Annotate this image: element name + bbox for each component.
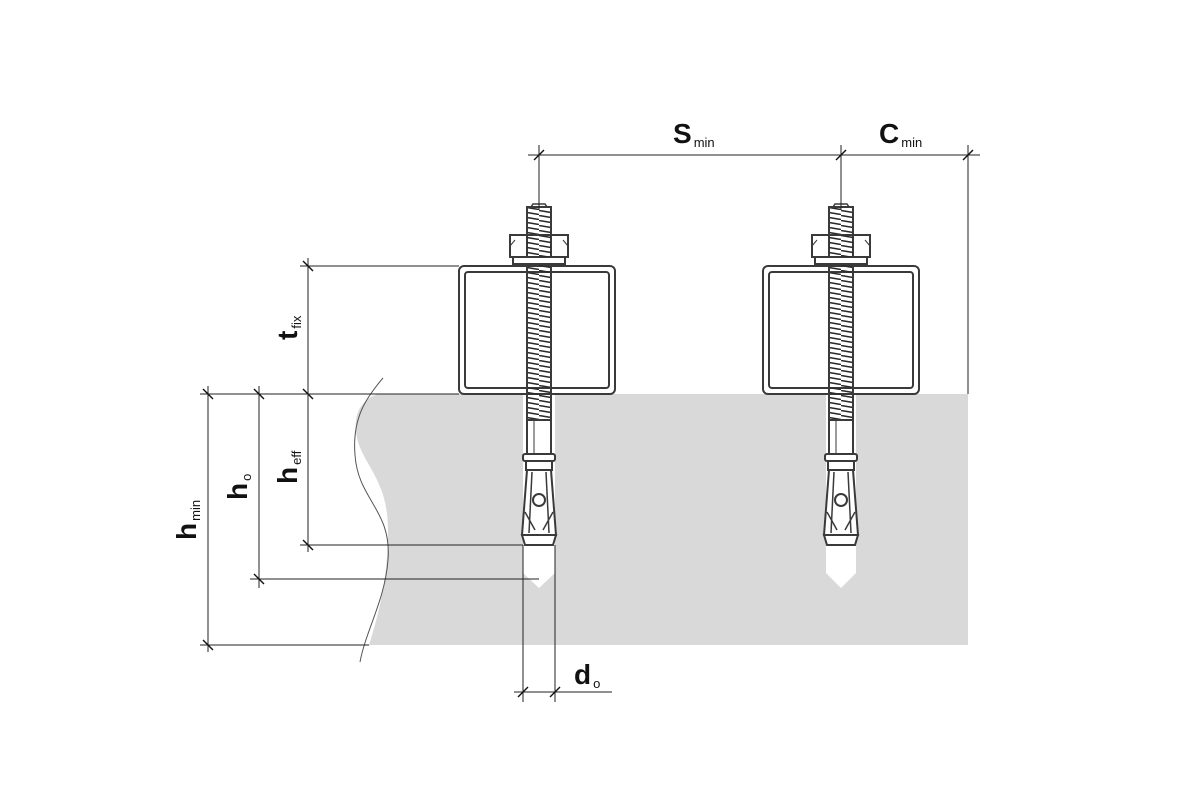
label-h-o: ho <box>222 474 254 500</box>
dimension-t-fix <box>300 258 459 402</box>
label-h-eff: heff <box>272 450 304 484</box>
dimension-heights <box>200 386 539 652</box>
dimension-d-o <box>514 545 612 702</box>
break-line <box>354 377 389 663</box>
label-h-min: hmin <box>171 500 203 540</box>
dimension-s-c <box>528 145 980 394</box>
label-t-fix: tfix <box>272 315 304 340</box>
concrete-base <box>355 394 968 645</box>
